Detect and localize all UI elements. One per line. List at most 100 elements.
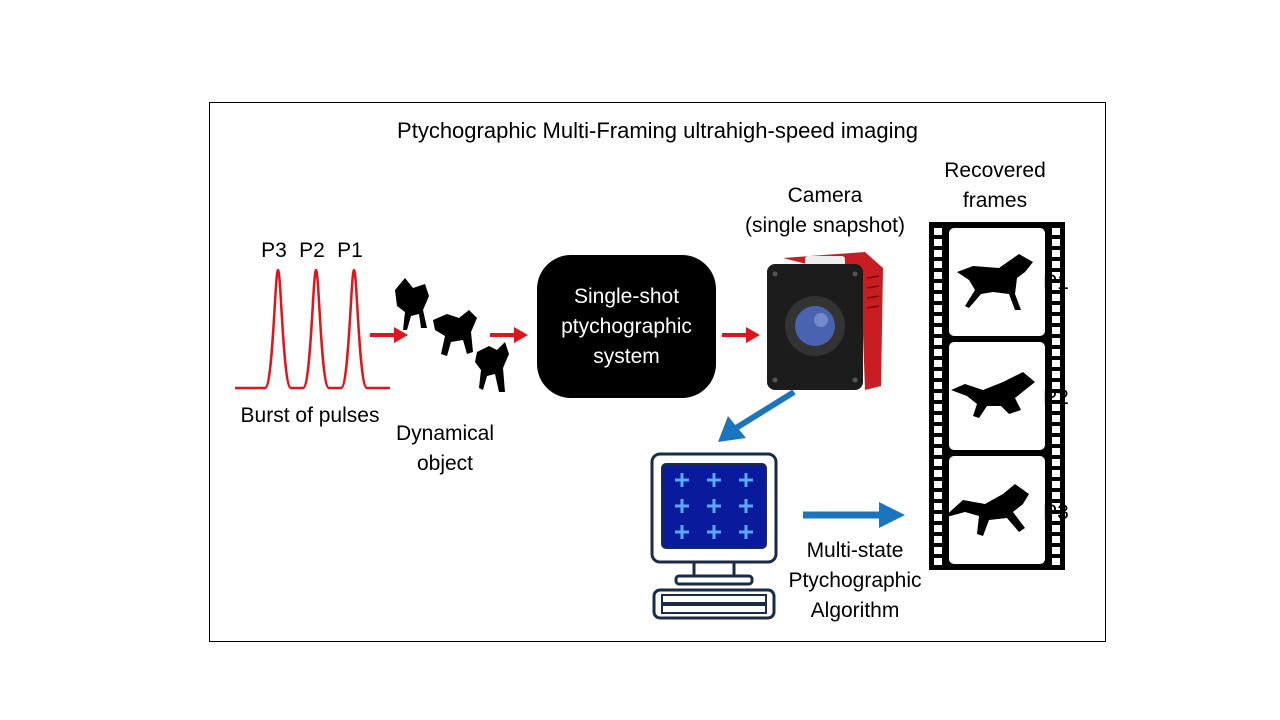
system-line2: ptychographic	[561, 314, 692, 338]
film-sprocket-hole	[1052, 228, 1060, 235]
horse-icon-p1	[957, 254, 1033, 310]
film-sprocket-hole	[934, 536, 942, 543]
film-sprocket-hole	[1052, 470, 1060, 477]
diagram-title: Ptychographic Multi-Framing ultrahigh-sp…	[397, 118, 918, 143]
film-sprocket-hole	[1052, 404, 1060, 411]
film-sprocket-hole	[934, 481, 942, 488]
film-sprocket-hole	[934, 283, 942, 290]
film-sprocket-hole	[1052, 393, 1060, 400]
dynamical-object-horses	[395, 278, 509, 392]
film-sprocket-hole	[1052, 338, 1060, 345]
pulses-caption: Burst of pulses	[240, 404, 380, 427]
film-sprocket-hole	[1052, 514, 1060, 521]
frame-label-p3: P3	[1043, 501, 1069, 524]
film-sprocket-hole	[1052, 492, 1060, 499]
pulse-waveform	[235, 268, 390, 390]
film-sprocket-hole	[1052, 239, 1060, 246]
film-sprocket-hole	[1052, 360, 1060, 367]
film-sprocket-hole	[934, 316, 942, 323]
film-sprocket-hole	[1052, 250, 1060, 257]
film-sprocket-hole	[934, 239, 942, 246]
pulse-label-p2: P2	[299, 239, 325, 262]
film-sprocket-hole	[934, 547, 942, 554]
film-sprocket-hole	[934, 272, 942, 279]
film-sprocket-hole	[1052, 327, 1060, 334]
camera-caption-line1: Camera	[787, 184, 863, 207]
film-sprocket-hole	[1052, 459, 1060, 466]
film-sprocket-hole	[1052, 503, 1060, 510]
film-sprocket-hole	[1052, 525, 1060, 532]
ptychographic-system-box: Single-shot ptychographic system	[537, 255, 716, 398]
camera-icon	[767, 252, 883, 390]
screen-spots	[675, 473, 753, 539]
film-sprocket-hole	[934, 503, 942, 510]
film-sprocket-hole	[1052, 426, 1060, 433]
pulse-curve	[235, 268, 390, 390]
computer-icon	[650, 452, 778, 620]
frame-label-p2: P2	[1043, 386, 1069, 409]
red-arrow-1	[370, 327, 408, 343]
pulse-label-p3: P3	[261, 239, 287, 262]
film-sprocket-hole	[934, 415, 942, 422]
film-sprocket-hole	[934, 228, 942, 235]
film-sprocket-hole	[1052, 382, 1060, 389]
red-arrow-3	[722, 327, 760, 343]
object-caption-line1: Dynamical	[395, 422, 495, 445]
film-sprocket-hole	[934, 437, 942, 444]
film-sprocket-hole	[1052, 415, 1060, 422]
algorithm-line3: Algorithm	[810, 599, 900, 622]
film-sprocket-hole	[1052, 547, 1060, 554]
film-sprocket-hole	[934, 294, 942, 301]
algorithm-line1: Multi-state	[806, 539, 904, 562]
diagram-frame	[209, 102, 1106, 642]
system-line1: Single-shot	[573, 284, 680, 308]
film-sprocket-hole	[1052, 349, 1060, 356]
film-sprocket-hole	[1052, 305, 1060, 312]
film-sprocket-hole	[934, 327, 942, 334]
film-sprocket-hole	[1052, 437, 1060, 444]
object-caption-line2: object	[416, 452, 474, 475]
film-sprocket-hole	[934, 558, 942, 565]
algorithm-line2: Ptychographic	[788, 569, 922, 592]
camera-caption-line2: (single snapshot)	[745, 214, 905, 237]
film-sprocket-hole	[1052, 371, 1060, 378]
film-sprocket-hole	[934, 404, 942, 411]
film-sprocket-hole	[934, 448, 942, 455]
film-sprocket-hole	[1052, 261, 1060, 268]
film-sprocket-hole	[1052, 448, 1060, 455]
horse-icon-2	[433, 310, 477, 356]
film-sprocket-hole	[934, 393, 942, 400]
horse-icon-3	[475, 342, 509, 392]
film-sprocket-hole	[934, 371, 942, 378]
recovered-caption-line1: Recovered	[944, 159, 1046, 182]
system-line3: system	[593, 344, 660, 368]
film-sprocket-hole	[1052, 481, 1060, 488]
film-strip	[929, 222, 1065, 570]
pulse-label-p1: P1	[337, 239, 363, 262]
recovered-caption-line2: frames	[962, 189, 1028, 212]
film-sprocket-hole	[934, 459, 942, 466]
film-sprocket-hole	[1052, 536, 1060, 543]
red-arrow-2	[490, 327, 528, 343]
horse-icon-p3	[943, 484, 1029, 536]
horse-icon-p2	[951, 372, 1035, 418]
film-sprocket-hole	[1052, 272, 1060, 279]
film-sprocket-hole	[934, 305, 942, 312]
film-sprocket-hole	[1052, 316, 1060, 323]
film-sprocket-hole	[934, 525, 942, 532]
film-sprocket-hole	[934, 426, 942, 433]
film-sprocket-hole	[934, 349, 942, 356]
film-sprocket-hole	[934, 261, 942, 268]
blue-arrow-camera-to-computer	[718, 389, 796, 442]
film-sprocket-hole	[934, 250, 942, 257]
film-sprocket-hole	[934, 492, 942, 499]
film-sprocket-hole	[934, 338, 942, 345]
frame-label-p1: P1	[1043, 271, 1069, 294]
horse-icon-1	[395, 278, 429, 330]
film-sprocket-hole	[934, 382, 942, 389]
blue-arrow-computer-to-frames	[803, 502, 905, 528]
film-sprocket-hole	[1052, 294, 1060, 301]
film-sprocket-hole	[934, 360, 942, 367]
film-sprocket-hole	[1052, 558, 1060, 565]
film-sprocket-hole	[934, 470, 942, 477]
